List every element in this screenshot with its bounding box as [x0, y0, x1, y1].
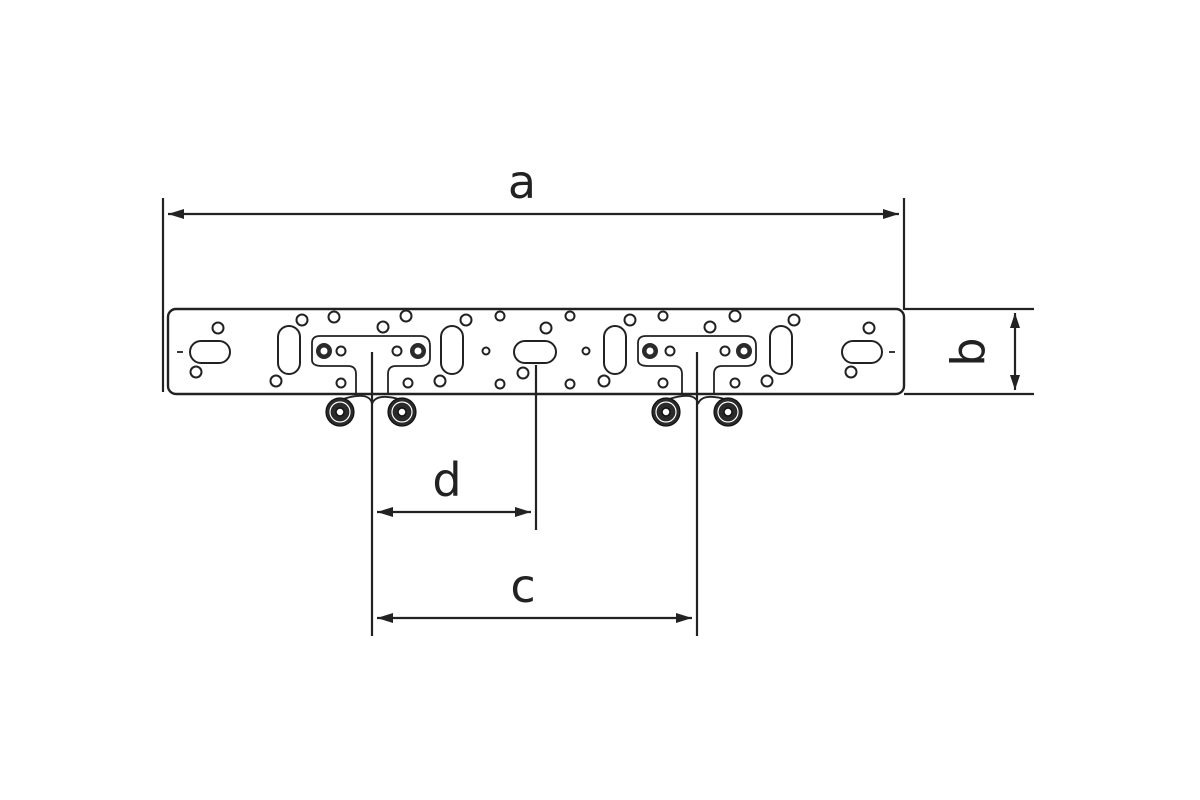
- dimension-c-label: c: [510, 559, 535, 613]
- fitting-wheel: [713, 397, 743, 427]
- dimension-d-label: d: [432, 453, 461, 507]
- slot-hole: [603, 325, 627, 375]
- slot-hole: [769, 325, 793, 375]
- dimension-b: b: [904, 307, 1034, 396]
- slot-hole: [277, 325, 301, 375]
- fitting-wheel: [325, 397, 355, 427]
- bracket-outline-right: [637, 335, 757, 394]
- slot-hole: [440, 325, 464, 375]
- extension-lines: [370, 352, 699, 636]
- slot-hole: [513, 340, 557, 364]
- dimension-a-label: a: [508, 155, 536, 209]
- bracket-outline-left: [311, 335, 431, 394]
- pipe-fittings: [325, 394, 743, 427]
- dimension-d: d: [377, 453, 531, 517]
- dimension-b-label: b: [942, 337, 996, 366]
- round-holes: [189, 309, 876, 390]
- fitting-wheel: [387, 397, 417, 427]
- fitting-wheel: [651, 397, 681, 427]
- dimension-a: a: [161, 155, 906, 392]
- dimension-c: c: [377, 559, 692, 623]
- bolt-rings: [316, 343, 752, 359]
- slot-hole: [841, 340, 883, 364]
- slot-hole: [189, 340, 231, 364]
